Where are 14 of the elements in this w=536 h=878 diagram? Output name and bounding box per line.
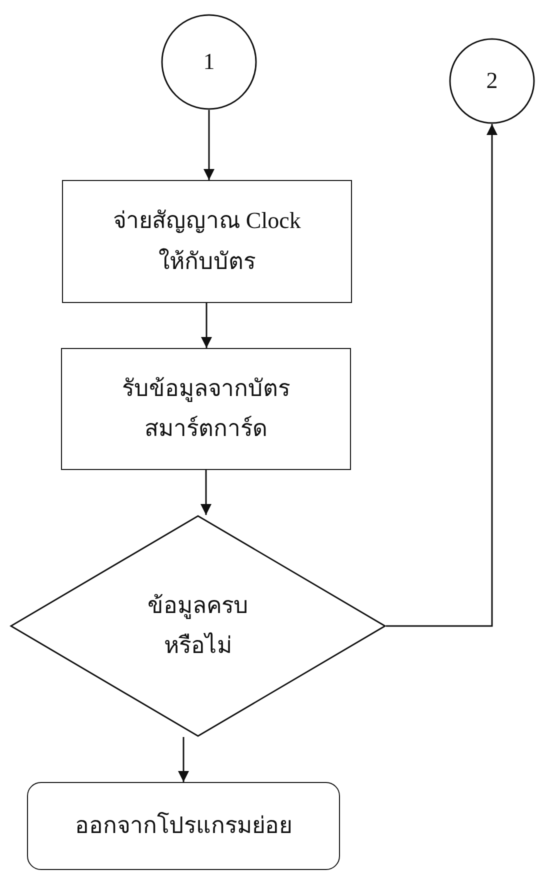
arrow <box>200 470 212 515</box>
node-text: จ่ายสัญญาณ Clock ให้กับบัตร <box>112 207 302 276</box>
process-box <box>61 348 351 470</box>
arrow <box>201 303 212 348</box>
arrow <box>386 124 498 627</box>
node-text: 2 <box>486 66 498 95</box>
node-text: ออกจากโปรแกรมย่อย <box>75 811 292 840</box>
node-text: 1 <box>203 48 215 76</box>
arrow <box>204 110 214 180</box>
terminal-box <box>27 782 340 870</box>
arrow <box>178 737 189 782</box>
process-box <box>62 180 352 303</box>
node-text: รับข้อมูลจากบัตร สมาร์ตการ์ด <box>121 374 291 443</box>
node-text: ข้อมูลครบ หรือไม่ <box>146 592 250 660</box>
